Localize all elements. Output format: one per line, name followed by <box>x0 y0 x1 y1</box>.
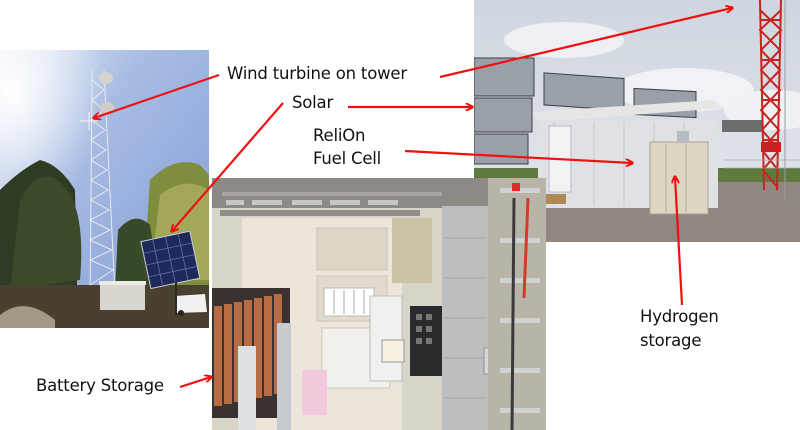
shelter-interior-image <box>212 178 546 430</box>
label-hydrogen-line2: storage <box>640 331 702 350</box>
arrow-wind-right <box>439 8 732 79</box>
label-wind-turbine: Wind turbine on tower <box>227 64 407 83</box>
arrow-battery <box>179 377 211 389</box>
arrow-solar-left <box>172 102 284 231</box>
label-hydrogen-line1: Hydrogen <box>640 307 719 326</box>
arrow-fuel-cell <box>404 149 632 163</box>
tower-site-image <box>0 50 209 328</box>
photo-shelter-interior <box>212 178 546 430</box>
arrow-wind-left <box>94 73 220 118</box>
arrow-hydrogen <box>675 177 684 306</box>
label-fuel-cell-line1: ReliOn <box>313 126 366 145</box>
label-fuel-cell-line2: Fuel Cell <box>313 149 382 168</box>
label-solar: Solar <box>292 93 334 112</box>
label-battery-storage: Battery Storage <box>36 376 164 395</box>
photo-tower-site <box>0 50 209 328</box>
